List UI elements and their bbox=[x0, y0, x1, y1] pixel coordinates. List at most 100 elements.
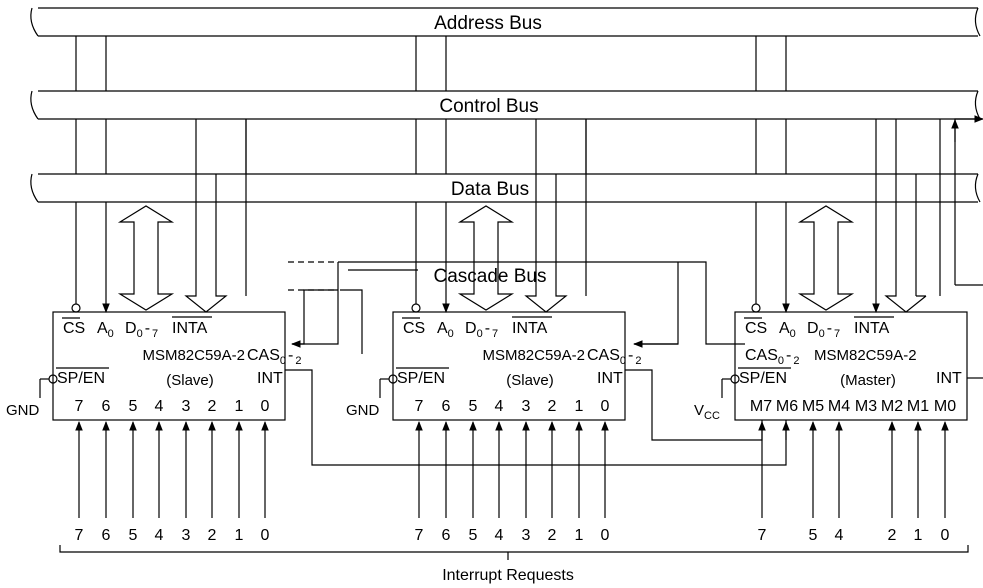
ir-pin: M3 bbox=[855, 398, 877, 415]
ir-pin: M6 bbox=[776, 398, 798, 415]
svg-text:D0-7: D0-7 bbox=[125, 320, 158, 340]
svg-text:VCC: VCC bbox=[694, 402, 720, 422]
irq-label: 3 bbox=[522, 527, 531, 544]
svg-text:A0: A0 bbox=[779, 320, 796, 340]
ir-pin: 7 bbox=[75, 398, 84, 415]
irq-label: 4 bbox=[835, 527, 844, 544]
irq-label: 5 bbox=[129, 527, 138, 544]
ir-pin: 2 bbox=[548, 398, 557, 415]
ir-pin: M1 bbox=[907, 398, 929, 415]
irq-label: 1 bbox=[914, 527, 923, 544]
svg-text:A0: A0 bbox=[97, 320, 114, 340]
int-label: INT bbox=[936, 370, 962, 387]
spen-label: SP/EN bbox=[397, 370, 445, 387]
a0-label: A bbox=[437, 320, 448, 337]
irq-lines bbox=[75, 421, 949, 518]
irq-label: 0 bbox=[941, 527, 950, 544]
irq-label: 0 bbox=[601, 527, 610, 544]
irq-label: 0 bbox=[261, 527, 270, 544]
ir-pin: 3 bbox=[182, 398, 191, 415]
irq-label: 2 bbox=[208, 527, 217, 544]
irq-label: 4 bbox=[495, 527, 504, 544]
cs-label: CS bbox=[63, 320, 85, 337]
a0-label: A bbox=[779, 320, 790, 337]
a0-label: A bbox=[97, 320, 108, 337]
chip-name: MSM82C59A-2 bbox=[482, 347, 585, 364]
ir-pin: 0 bbox=[601, 398, 610, 415]
ir-pin: M4 bbox=[828, 398, 850, 415]
svg-text:A0: A0 bbox=[437, 320, 454, 340]
irq-label: 6 bbox=[442, 527, 451, 544]
irq-label: 7 bbox=[75, 527, 84, 544]
address-bus-label: Address Bus bbox=[434, 13, 542, 34]
irq-label: 5 bbox=[469, 527, 478, 544]
int-label: INT bbox=[257, 370, 283, 387]
a0-sub: 0 bbox=[108, 328, 114, 340]
inta-label: INTA bbox=[172, 320, 208, 337]
ir-pin: 2 bbox=[208, 398, 217, 415]
irq-label: 7 bbox=[415, 527, 424, 544]
svg-text:D0-7: D0-7 bbox=[465, 320, 498, 340]
ir-pin: M2 bbox=[881, 398, 903, 415]
master-chip: CS A0 D0-7 INTA CAS0-2 MSM82C59A-2 (Mast… bbox=[694, 115, 983, 422]
chip-role: (Slave) bbox=[506, 372, 554, 389]
gnd-label: GND bbox=[6, 402, 40, 419]
spen-label: SP/EN bbox=[57, 370, 105, 387]
cascade-bus-label: Cascade Bus bbox=[433, 266, 546, 287]
vcc-label: V bbox=[694, 402, 704, 419]
irq-label: 1 bbox=[575, 527, 584, 544]
irq-label: 2 bbox=[548, 527, 557, 544]
inta-label: INTA bbox=[854, 320, 890, 337]
data-bus: Data Bus bbox=[30, 173, 981, 203]
irq-labels: 7 6 5 4 3 2 1 0 7 6 5 4 3 2 1 0 7 5 4 2 … bbox=[75, 527, 950, 544]
control-bus: Control Bus bbox=[30, 90, 981, 120]
spen-label: SP/EN bbox=[739, 370, 787, 387]
chip-role: (Master) bbox=[840, 372, 896, 389]
int-label: INT bbox=[597, 370, 623, 387]
irq-label: 5 bbox=[809, 527, 818, 544]
inta-label: INTA bbox=[512, 320, 548, 337]
interrupt-bracket: Interrupt Requests bbox=[59, 545, 969, 584]
irq-label: 6 bbox=[102, 527, 111, 544]
ir-pin: M7 bbox=[750, 398, 772, 415]
ir-pin: 4 bbox=[155, 398, 164, 415]
irq-label: 4 bbox=[155, 527, 164, 544]
irq-label: 3 bbox=[182, 527, 191, 544]
gnd-label: GND bbox=[346, 402, 380, 419]
ir-pin: 6 bbox=[442, 398, 451, 415]
irq-label: 1 bbox=[235, 527, 244, 544]
cs-label: CS bbox=[745, 320, 767, 337]
ir-pin: 4 bbox=[495, 398, 504, 415]
ir-pin: 7 bbox=[415, 398, 424, 415]
d-label: D bbox=[465, 320, 477, 337]
ir-pin: 5 bbox=[469, 398, 478, 415]
data-bus-label: Data Bus bbox=[451, 179, 529, 200]
ir-pin: 0 bbox=[261, 398, 270, 415]
chip-name: MSM82C59A-2 bbox=[142, 347, 245, 364]
ir-pin: 1 bbox=[235, 398, 244, 415]
ir-pin: M0 bbox=[934, 398, 956, 415]
d-label: D bbox=[125, 320, 137, 337]
d-label: D bbox=[807, 320, 819, 337]
irq-label: 7 bbox=[758, 527, 767, 544]
ir-pin: 1 bbox=[575, 398, 584, 415]
chip-role: (Slave) bbox=[166, 372, 214, 389]
ir-pin: 5 bbox=[129, 398, 138, 415]
cs-label: CS bbox=[403, 320, 425, 337]
svg-text:CAS0-2: CAS0-2 bbox=[587, 347, 641, 367]
svg-text:CAS0-2: CAS0-2 bbox=[745, 347, 799, 367]
ir-pin: 6 bbox=[102, 398, 111, 415]
control-bus-label: Control Bus bbox=[439, 96, 538, 117]
chip-name: MSM82C59A-2 bbox=[814, 347, 917, 364]
interrupt-requests-label: Interrupt Requests bbox=[442, 567, 574, 584]
svg-text:D0-7: D0-7 bbox=[807, 320, 840, 340]
cascade-bus: Cascade Bus bbox=[288, 261, 745, 354]
ir-pin: M5 bbox=[802, 398, 824, 415]
slave-chip-1: CS A0 D0-7 INTA MSM82C59A-2 CAS0-2 (Slav… bbox=[6, 119, 787, 466]
bus-stubs bbox=[75, 36, 941, 174]
ir-pin: 3 bbox=[522, 398, 531, 415]
address-bus: Address Bus bbox=[30, 7, 981, 37]
svg-text:CAS0-2: CAS0-2 bbox=[247, 347, 301, 367]
irq-label: 2 bbox=[888, 527, 897, 544]
